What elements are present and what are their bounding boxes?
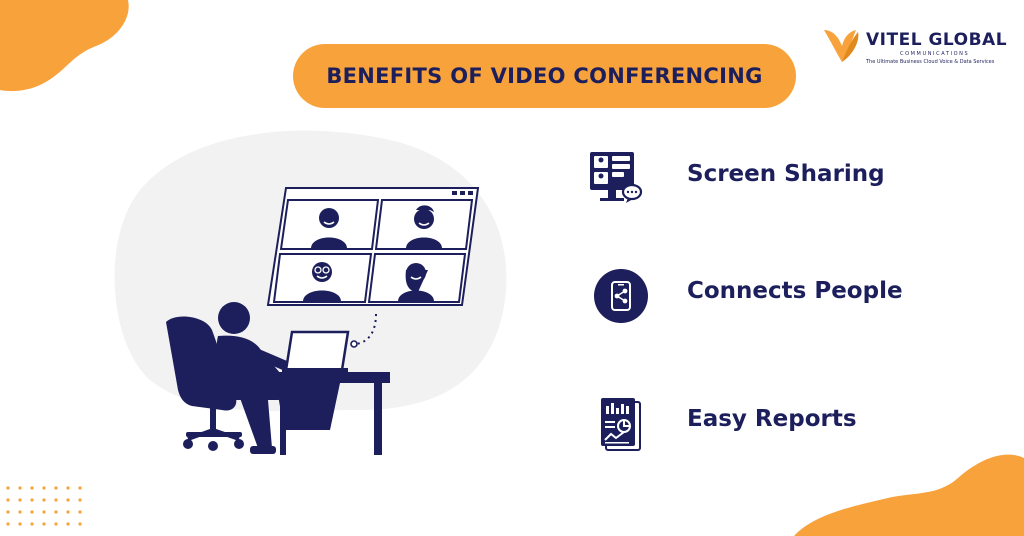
laptop: [282, 330, 350, 373]
logo-tagline: The Ultimate Business Cloud Voice & Data…: [866, 59, 995, 65]
desk: [252, 372, 390, 455]
video-window: [266, 187, 480, 306]
connect-people-icon: [594, 269, 648, 323]
office-chair: [166, 316, 244, 451]
screen-sharing-icon: [590, 152, 643, 203]
logo-subname: COMMUNICATIONS: [900, 51, 970, 57]
reports-icon: [601, 398, 641, 451]
feature-label-connects-people: Connects People: [687, 278, 903, 304]
seated-person: [216, 302, 300, 454]
title-banner: BENEFITS OF VIDEO CONFERENCING: [293, 44, 796, 108]
video-conference-illustration: [114, 130, 507, 455]
bottom-right-orange-blob: [794, 454, 1024, 536]
feature-label-screen-sharing: Screen Sharing: [687, 161, 885, 187]
logo-name: VITEL GLOBAL: [866, 30, 1008, 50]
company-logo: VITEL GLOBAL COMMUNICATIONS The Ultimate…: [822, 24, 1007, 76]
top-left-orange-blob: [0, 0, 129, 92]
page-title: BENEFITS OF VIDEO CONFERENCING: [326, 64, 763, 88]
logo-mark-icon: [824, 30, 859, 62]
dot-grid-decoration: [6, 486, 82, 526]
feature-label-easy-reports: Easy Reports: [687, 406, 857, 432]
